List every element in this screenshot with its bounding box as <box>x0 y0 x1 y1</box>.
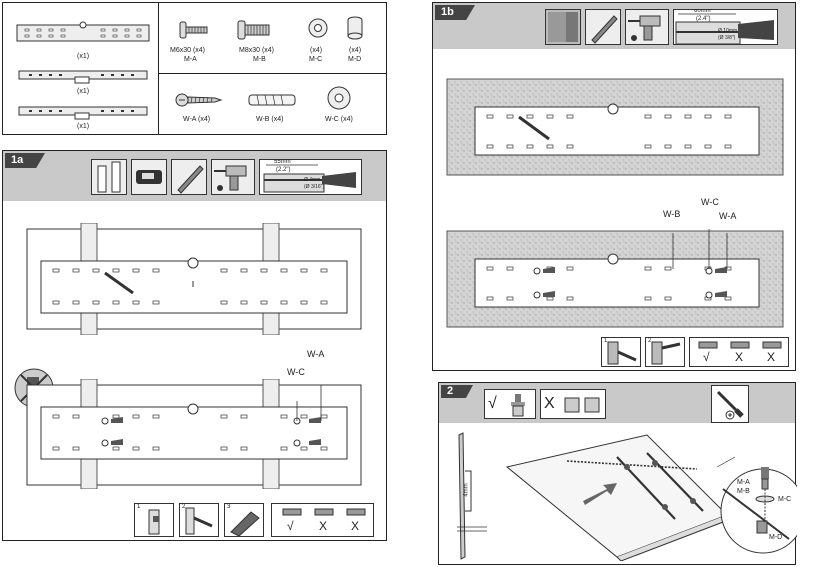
arm-qty-1: (x1) <box>77 88 90 95</box>
concrete-wall-illustration-bottom <box>446 229 784 328</box>
substep-1a-3-number: 3 <box>227 504 231 510</box>
step-1b-tag: 1b <box>435 5 475 20</box>
step-2-panel: 2 √ X 4mm M-A M-B M-C M-D <box>438 382 797 565</box>
tv-back-assembly-illustration <box>505 434 736 561</box>
mark-wrong-1b-2: X <box>767 350 776 364</box>
callout-md-2: M-D <box>769 534 783 541</box>
callout-mc-2: M-C <box>778 496 792 503</box>
substep-1b-1-number: 1 <box>604 338 608 344</box>
tighten-result-panel-1b: √ X X <box>689 337 789 367</box>
screw-overtight-icon-1b <box>762 341 782 349</box>
mark-wrong-1b-1: X <box>735 350 744 364</box>
drill-icon-1b <box>625 9 669 45</box>
spacer-md-icon <box>347 16 363 40</box>
screw-overtight-icon <box>346 508 366 516</box>
step-1a-panel: 1a 55mm (2.2") Ø 4mm (Ø 3/16") <box>2 150 387 541</box>
parts-panel: (x1) (x1) (x1) M6x30 (x4) M-A M8x30 (x4)… <box>2 2 387 135</box>
drill-length-in-1b: (2.4") <box>696 16 711 22</box>
substep-1a-1-icon: 1 <box>134 503 174 537</box>
washer-wc-label: W-C (x4) <box>325 116 353 123</box>
mark-correct-1b: √ <box>703 350 710 364</box>
stud-wall-icon <box>91 159 127 195</box>
callout-wc-1a: W-C <box>287 367 305 377</box>
step-1b-panel: 1b 60mm (2.4") Ø 10mm (Ø 3/8") <box>432 2 796 371</box>
anchor-wb-icon <box>248 94 296 106</box>
mark-correct-2: √ <box>488 395 497 412</box>
drill-diameter-in-1b: (Ø 3/8") <box>718 35 736 41</box>
magnified-hardware-detail <box>720 467 797 554</box>
substep-1a-2-number: 2 <box>182 504 186 510</box>
screw-loose-icon <box>314 508 334 516</box>
concrete-wall-icon <box>545 9 581 45</box>
substep-1b-2-number: 2 <box>648 338 652 344</box>
drill-bit-spec-icon: 55mm (2.2") Ø 4mm (Ø 3/16") <box>259 159 362 195</box>
substep-1b-2-icon: 2 <box>645 337 685 367</box>
concrete-wall-illustration-top <box>446 78 784 176</box>
arm-illustration-2 <box>18 106 148 120</box>
callout-ma-2: M-A <box>737 479 750 486</box>
washer-mc-icon <box>308 18 328 38</box>
mark-correct-1a: √ <box>287 519 294 533</box>
drill-diameter-1a: Ø 4mm <box>304 177 321 183</box>
wall-plate-qty: (x1) <box>77 53 90 60</box>
screw-m8-size: M8x30 (x4) <box>239 47 275 54</box>
washer-mc-qty: (x4) <box>310 47 323 54</box>
pencil-icon <box>171 159 207 195</box>
wall-plate-screwed-illustration <box>26 379 362 489</box>
arm-illustration-1 <box>18 70 148 84</box>
wood-screw-wa-icon <box>175 93 223 107</box>
phillips-screwdriver-icon <box>711 385 749 423</box>
screw-flush-icon <box>282 508 302 516</box>
parts-divider-vertical <box>158 3 159 134</box>
washer-mc-code: M-C <box>309 56 323 63</box>
drill-diameter-in-1a: (Ø 3/16") <box>304 184 325 190</box>
spacer-md-qty: (x4) <box>349 47 362 54</box>
callout-wa-1a: W-A <box>307 349 325 359</box>
arm-qty-2: (x1) <box>77 123 90 130</box>
callout-wa-1b: W-A <box>719 211 737 221</box>
mark-wrong-2: X <box>544 395 555 412</box>
spacer-orientation-icon <box>511 394 525 417</box>
drill-length-in-1a: (2.2") <box>276 167 291 173</box>
screw-m6-code: M-A <box>184 56 197 63</box>
wrong-orientation-panel: X <box>540 389 606 419</box>
pencil-icon-1b <box>585 9 621 45</box>
parts-divider-horizontal <box>158 73 387 74</box>
drill-diameter-1b: Ø 10mm <box>718 28 738 34</box>
drill-length-1a: 55mm <box>274 159 291 165</box>
screw-flush-icon-1b <box>698 341 718 349</box>
anchor-wb-label: W-B (x4) <box>256 116 284 123</box>
wall-plate-illustration <box>16 21 150 42</box>
callout-wb-1b: W-B <box>663 209 681 219</box>
tighten-result-panel-1a: √ X X <box>271 503 374 537</box>
substep-1a-2-icon: 2 <box>179 503 219 537</box>
substep-1a-1-number: 1 <box>137 504 141 510</box>
correct-orientation-panel: √ <box>484 389 536 419</box>
screw-m6-icon <box>179 21 208 39</box>
callout-wc-1b: W-C <box>701 197 719 207</box>
screw-m8-icon <box>237 20 270 40</box>
substep-1a-3-icon: 3 <box>224 503 264 537</box>
drill-icon <box>211 159 255 195</box>
step-2-tag: 2 <box>441 385 473 398</box>
screw-m6-size: M6x30 (x4) <box>170 47 206 54</box>
tv-side-view-illustration <box>457 432 487 560</box>
wall-plate-on-studs-illustration <box>26 223 362 335</box>
washer-wc-icon <box>327 86 351 110</box>
drill-length-1b: 60mm <box>694 9 711 14</box>
mark-wrong-1a-2: X <box>351 519 360 533</box>
spacer-md-code: M-D <box>348 56 362 63</box>
wrong-orientation-icon <box>564 397 600 413</box>
callout-mb-2: M-B <box>737 488 750 495</box>
drill-bit-spec-icon-1b: 60mm (2.4") Ø 10mm (Ø 3/8") <box>673 9 778 45</box>
stud-finder-icon <box>131 159 167 195</box>
wood-screw-wa-label: W-A (x4) <box>183 116 211 123</box>
mark-wrong-1a-1: X <box>319 519 328 533</box>
screw-loose-icon-1b <box>730 341 750 349</box>
substep-1b-1-icon: 1 <box>601 337 641 367</box>
screw-m8-code: M-B <box>253 56 266 63</box>
gap-4mm-label: 4mm <box>463 483 470 497</box>
step-1a-tag: 1a <box>5 153 45 168</box>
